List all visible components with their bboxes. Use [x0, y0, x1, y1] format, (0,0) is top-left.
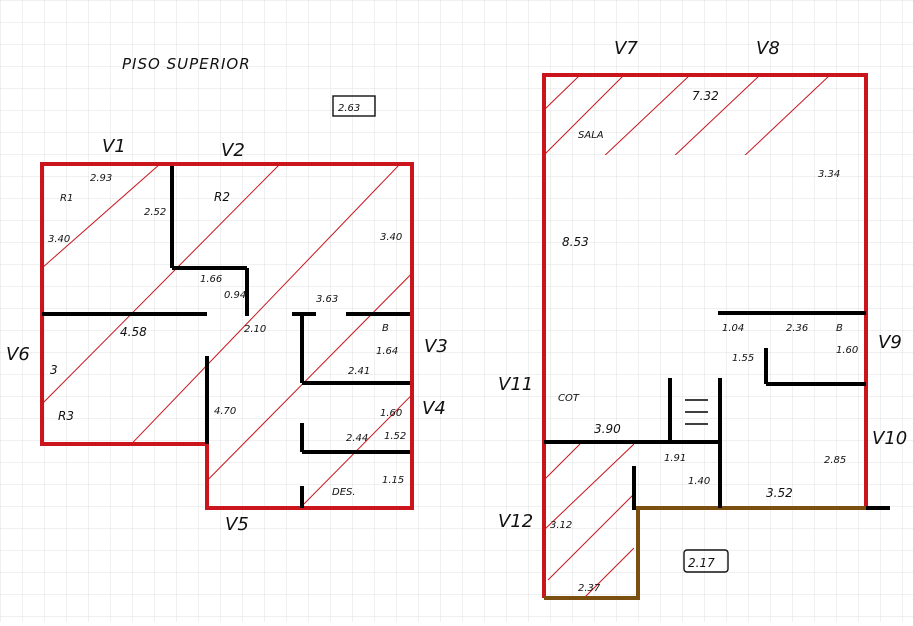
dim-1-60: 1.60 — [836, 345, 858, 356]
right-plan: V7 V8 V9 V10 V11 V12 SALA COT B 7.32 3.3… — [498, 38, 907, 600]
dim-1-40: 1.40 — [688, 476, 710, 487]
beam-label-v4: V4 — [422, 398, 446, 419]
dim-3-63: 3.63 — [316, 294, 338, 305]
beam-label-v1: V1 — [102, 136, 126, 157]
beam-label-v10: V10 — [872, 428, 907, 449]
dim-2-10: 2.10 — [244, 324, 266, 335]
right-walls — [544, 311, 890, 510]
beam-label-v2: V2 — [221, 140, 245, 161]
left-plan: V1 V2 V3 V4 V5 V6 R1 R2 R3 B DES. 2.93 3… — [6, 136, 448, 535]
boxed-value-frame — [332, 95, 376, 117]
dim-3-52: 3.52 — [766, 486, 793, 500]
dim-3-40-right: 3.40 — [380, 232, 402, 243]
room-label-r1: R1 — [60, 193, 73, 204]
dim-2-17-boxed: 2.17 — [688, 556, 715, 570]
beam-label-v6: V6 — [6, 344, 30, 365]
dim-1-15: 1.15 — [382, 475, 404, 486]
dim-1-66: 1.66 — [200, 274, 222, 285]
room-label-sala: SALA — [578, 130, 604, 141]
dim-1-55: 1.55 — [732, 353, 754, 364]
dim-3-40-left: 3.40 — [48, 234, 70, 245]
dim-3-90: 3.90 — [594, 422, 621, 436]
dim-2-36: 2.36 — [786, 323, 808, 334]
dim-2-37: 2.37 — [578, 583, 601, 594]
dim-2-85: 2.85 — [824, 455, 846, 466]
dim-1-91: 1.91 — [664, 453, 686, 464]
dim-0-94: 0.94 — [224, 290, 246, 301]
dim-2-93: 2.93 — [90, 173, 112, 184]
dim-1-52: 1.52 — [384, 431, 406, 442]
boxed-value: 2.63 — [338, 103, 360, 114]
right-outline — [542, 73, 868, 598]
dim-1-64: 1.64 — [376, 346, 398, 357]
right-lower-outline — [544, 506, 866, 600]
dim-2-41: 2.41 — [348, 366, 370, 377]
left-outline — [40, 162, 414, 510]
room-label-r3: R3 — [58, 409, 74, 423]
beam-label-v12: V12 — [498, 511, 533, 532]
beam-label-v5: V5 — [225, 514, 249, 535]
dim-1-04: 1.04 — [722, 323, 744, 334]
room-label-b: B — [836, 323, 843, 334]
right-hatching-top — [544, 75, 831, 155]
beam-label-v7: V7 — [614, 38, 638, 59]
beam-label-v3: V3 — [424, 336, 448, 357]
room-label-r2: R2 — [214, 190, 230, 204]
beam-label-v9: V9 — [878, 332, 902, 353]
beam-label-v8: V8 — [756, 38, 780, 59]
dim-4-58: 4.58 — [120, 325, 147, 339]
dim-1-60: 1.60 — [380, 408, 402, 419]
stair-marks — [685, 399, 708, 425]
dim-2-44: 2.44 — [346, 433, 368, 444]
beam-label-v11: V11 — [498, 374, 533, 395]
room-label-des: DES. — [332, 487, 356, 498]
dim-7-32: 7.32 — [692, 89, 719, 103]
page-title: PISO SUPERIOR — [122, 55, 251, 73]
room-label-b: B — [382, 323, 389, 334]
room-label-cot: COT — [558, 393, 580, 404]
dim-3-34: 3.34 — [818, 169, 840, 180]
boxed-dim-frame — [683, 549, 729, 573]
left-walls — [42, 166, 410, 508]
dim-4-70: 4.70 — [214, 406, 236, 417]
dim-3-12: 3.12 — [550, 520, 572, 531]
dim-8-53: 8.53 — [562, 235, 589, 249]
right-hatching-bottom — [544, 444, 634, 598]
dim-2-52: 2.52 — [144, 207, 166, 218]
dim-3: 3 — [50, 363, 58, 377]
